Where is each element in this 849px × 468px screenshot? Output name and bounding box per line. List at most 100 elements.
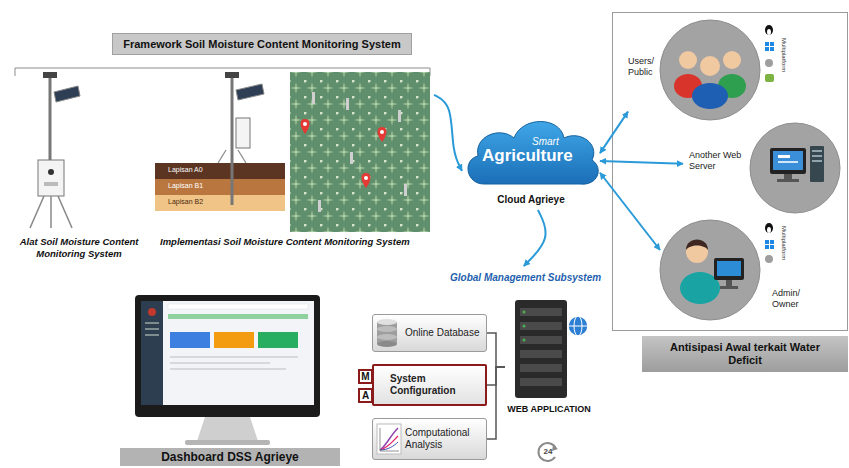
admin-icon xyxy=(686,241,708,263)
framework-panel: Framework Soil Moisture Content Monitori… xyxy=(10,33,434,262)
platform-icons xyxy=(765,25,773,35)
sensor-installation xyxy=(218,150,226,163)
actor-circle: Admin/ Owner xyxy=(660,220,815,320)
platform-icons xyxy=(765,42,769,46)
text-slot: Multiplatform xyxy=(787,38,821,45)
platform-icons xyxy=(770,245,774,249)
implementation-caption: Implementasi Soil Moisture Content Monit… xyxy=(160,236,410,248)
web-server-icon xyxy=(773,151,803,170)
uptime-clock xyxy=(539,443,558,461)
flow-arrow xyxy=(600,161,683,164)
web-server-icon xyxy=(812,150,822,152)
chart-icon xyxy=(380,428,398,450)
platform-icons xyxy=(765,59,773,67)
cloud-word: Smart xyxy=(532,136,559,147)
panel-banner: Antisipasi Awal terkait Water Deficit xyxy=(642,336,848,372)
soil-layer-label: Lapisan B1 xyxy=(168,181,203,190)
platform-icons xyxy=(765,74,774,82)
box-label: Computational Analysis xyxy=(405,427,480,451)
sensor-device xyxy=(30,196,44,228)
frame-line xyxy=(15,68,430,76)
sensor-installation xyxy=(236,118,250,148)
chart-icon xyxy=(377,424,401,454)
circle-outline xyxy=(660,220,760,320)
platform-icons xyxy=(770,240,774,244)
database-icon xyxy=(377,326,397,332)
flow-arrow xyxy=(600,112,628,154)
actor-panel: Antisipasi Awal terkait Water Deficit Use… xyxy=(612,12,848,374)
web-server-rack xyxy=(568,316,588,336)
actor-circle: Another Web Server xyxy=(683,122,842,215)
cloud-brand: Agriculture xyxy=(482,146,573,166)
users-icon xyxy=(674,51,746,109)
text-slot: Admin/ Owner xyxy=(772,288,814,310)
text-slot: M xyxy=(358,369,373,384)
text-slot: Users/ Public xyxy=(628,56,662,78)
web-server-rack xyxy=(520,378,562,386)
process-box: Computational Analysis xyxy=(372,418,487,460)
dashboard-monitor xyxy=(197,417,258,441)
sensor-device xyxy=(30,72,80,228)
sensor-installation xyxy=(155,163,285,179)
platform-icons xyxy=(765,240,769,244)
web-server-rack xyxy=(574,316,582,336)
bracket-connector xyxy=(487,367,505,385)
web-server-icon xyxy=(812,155,822,157)
users-icon xyxy=(674,74,702,98)
text-slot: Implementasi Soil Moisture Content Monit… xyxy=(160,236,410,248)
plantation-map xyxy=(378,127,387,142)
sensor-device xyxy=(38,160,64,196)
bracket-connector xyxy=(487,333,505,367)
chart-icon xyxy=(380,436,398,450)
text-slot: Multiplatform xyxy=(787,226,821,233)
platform-icons xyxy=(765,47,769,51)
web-server-rack xyxy=(523,325,526,328)
web-server-icon xyxy=(810,146,824,182)
admin-icon xyxy=(726,280,732,286)
database-icon xyxy=(377,322,397,344)
admin-icon xyxy=(714,258,744,280)
text-slot: Framework Soil Moisture Content Monitori… xyxy=(112,33,411,55)
web-server-rack xyxy=(520,350,562,358)
web-server-rack xyxy=(523,339,526,342)
actor-panel-frame xyxy=(613,13,848,331)
web-server-rack xyxy=(520,308,562,316)
users-icon xyxy=(692,83,728,109)
subsystem-group: Global Management SubsystemOnline Databa… xyxy=(360,266,612,466)
dashboard-monitor xyxy=(170,362,270,364)
dashboard-monitor xyxy=(258,332,298,348)
web-server-rack xyxy=(520,336,562,344)
admin-icon xyxy=(720,286,738,289)
admin-icon xyxy=(680,240,744,305)
soil-layer-label: Lapisan B2 xyxy=(168,197,203,206)
sensor-device xyxy=(49,78,52,196)
dashboard-monitor xyxy=(141,301,163,405)
plantation-map xyxy=(404,184,407,196)
process-box: Online Database xyxy=(372,314,487,352)
plantation-map xyxy=(350,152,353,164)
dashboard-monitor xyxy=(170,356,298,358)
chart-icon xyxy=(380,442,398,450)
database-icon xyxy=(377,319,397,325)
actor-label: Users/ Public xyxy=(628,56,662,78)
plantation-map xyxy=(380,130,384,134)
platform-label: Multiplatform xyxy=(780,38,787,72)
cloud-node: SmartAgricultureCloud Agrieye xyxy=(462,112,600,210)
sensor-device xyxy=(50,196,52,228)
plantation-map xyxy=(312,92,315,104)
process-box: System Configuration xyxy=(372,364,487,406)
users-icon xyxy=(723,51,741,69)
sensor-device xyxy=(54,86,80,102)
dashboard-monitor xyxy=(135,295,320,417)
web-server-rack xyxy=(568,326,588,327)
plantation-map xyxy=(318,200,321,212)
flow-arrow xyxy=(434,95,462,171)
web-server-icon xyxy=(777,179,799,182)
circle-outline xyxy=(660,20,760,120)
plantation-map xyxy=(290,72,430,232)
web-server-rack xyxy=(523,311,526,314)
text-slot: Agriculture xyxy=(482,146,573,166)
sensor-device xyxy=(43,72,57,78)
plantation-map xyxy=(301,119,310,134)
